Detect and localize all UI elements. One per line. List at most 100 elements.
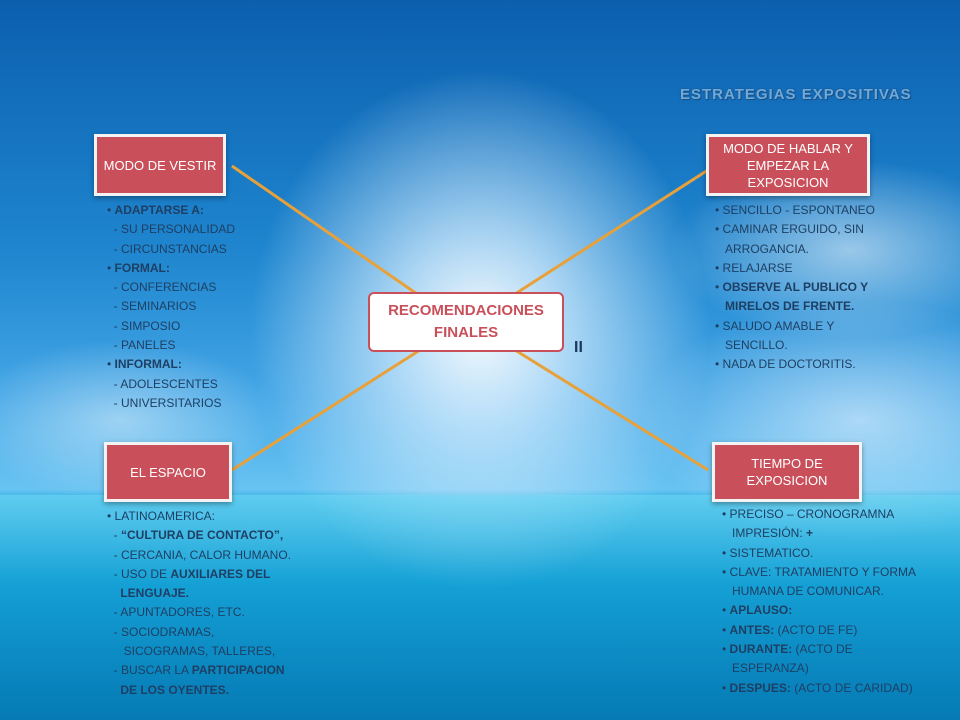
list-item: SICOGRAMAS, TALLERES, xyxy=(107,642,291,661)
list-item-text: - SIMPOSIO xyxy=(107,318,181,333)
list-item: • PRECISO – CRONOGRAMNA xyxy=(722,505,916,524)
list-item-text: • xyxy=(722,680,730,695)
list-item-text: OBSERVE AL PUBLICO Y xyxy=(722,280,869,295)
connector-top-left xyxy=(231,164,421,298)
list-item: - “CULTURA DE CONTACTO”, xyxy=(107,526,291,545)
list-item-text: - PANELES xyxy=(107,338,176,353)
list-item: • RELAJARSE xyxy=(715,259,875,278)
list-item: • FORMAL: xyxy=(107,259,235,278)
list-tiempo: • PRECISO – CRONOGRAMNA IMPRESIÓN: + • SI… xyxy=(722,505,916,698)
node-modo-de-hablar: MODO DE HABLAR Y EMPEZAR LA EXPOSICION xyxy=(706,134,870,196)
list-item-text: • RELAJARSE xyxy=(715,260,793,275)
list-item-text: • xyxy=(722,622,730,637)
list-item-text: DURANTE: xyxy=(729,642,793,657)
list-item-text: • xyxy=(722,642,730,657)
list-item: • LATINOAMERICA: xyxy=(107,507,291,526)
list-item-text: IMPRESIÓN: xyxy=(722,526,807,541)
list-item: - CONFERENCIAS xyxy=(107,278,235,297)
list-item-text: + xyxy=(806,526,814,541)
list-item-text: - BUSCAR LA xyxy=(107,663,192,678)
list-item: - SOCIODRAMAS, xyxy=(107,623,291,642)
list-item: ESPERANZA) xyxy=(722,659,916,678)
list-item-text: MIRELOS DE FRENTE. xyxy=(715,299,855,314)
list-item-text: • xyxy=(715,280,723,295)
list-item: • CLAVE: TRATAMIENTO Y FORMA xyxy=(722,563,916,582)
list-item-text: APLAUSO: xyxy=(729,603,793,618)
list-item: HUMANA DE COMUNICAR. xyxy=(722,582,916,601)
list-item-text: (ACTO DE CARIDAD) xyxy=(790,680,913,695)
list-item-text: • SISTEMATICO. xyxy=(722,545,814,560)
list-item-text: ADAPTARSE A: xyxy=(114,203,204,217)
node-tiempo-de-exposicion: TIEMPO DE EXPOSICION xyxy=(712,442,862,502)
list-item: - SU PERSONALIDAD xyxy=(107,220,235,239)
list-item: - APUNTADORES, ETC. xyxy=(107,603,291,622)
list-item-text: • xyxy=(722,603,730,618)
connector-bottom-left xyxy=(231,348,421,472)
list-item-text: ESPERANZA) xyxy=(722,661,809,676)
list-item-text: DESPUES: xyxy=(729,680,791,695)
list-item-text: • xyxy=(107,203,115,217)
list-item-text: - CONFERENCIAS xyxy=(107,280,217,295)
list-item: - ADOLESCENTES xyxy=(107,375,235,394)
list-item: - BUSCAR LA PARTICIPACION xyxy=(107,661,291,680)
list-item-text: DE LOS OYENTES. xyxy=(107,682,230,697)
list-item-text: - UNIVERSITARIOS xyxy=(107,395,222,410)
page-title: ESTRATEGIAS EXPOSITIVAS xyxy=(680,86,912,103)
list-item: • ADAPTARSE A: xyxy=(107,201,235,220)
list-item-text: ANTES: xyxy=(729,622,775,637)
list-item: DE LOS OYENTES. xyxy=(107,681,291,700)
list-item: - PANELES xyxy=(107,336,235,355)
list-item: MIRELOS DE FRENTE. xyxy=(715,297,875,316)
list-item-text: - SU PERSONALIDAD xyxy=(107,222,236,237)
list-item-text: - APUNTADORES, ETC. xyxy=(107,605,245,620)
list-item: LENGUAJE. xyxy=(107,584,291,603)
list-item-text: AUXILIARES DEL xyxy=(170,566,271,581)
roman-numeral-mark: II xyxy=(574,339,583,356)
list-item: - UNIVERSITARIOS xyxy=(107,394,235,413)
list-item-text: • xyxy=(107,260,115,275)
list-item-text: INFORMAL: xyxy=(114,357,182,372)
list-item-text: LENGUAJE. xyxy=(107,586,190,601)
list-item-text: • PRECISO – CRONOGRAMNA xyxy=(722,507,895,521)
list-item: • SISTEMATICO. xyxy=(722,544,916,563)
node-el-espacio: EL ESPACIO xyxy=(104,442,232,502)
list-item-text: (ACTO DE xyxy=(792,642,853,657)
list-item: • DURANTE: (ACTO DE xyxy=(722,640,916,659)
list-item: • APLAUSO: xyxy=(722,601,916,620)
list-espacio: • LATINOAMERICA: - “CULTURA DE CONTACTO”… xyxy=(107,507,291,700)
list-item-text: ARROGANCIA. xyxy=(715,241,810,256)
list-item-text: (ACTO DE FE) xyxy=(774,622,858,637)
list-item-text: • NADA DE DOCTORITIS. xyxy=(715,357,856,372)
list-item: • DESPUES: (ACTO DE CARIDAD) xyxy=(722,679,916,698)
list-item: • OBSERVE AL PUBLICO Y xyxy=(715,278,875,297)
list-item-text: FORMAL: xyxy=(114,260,170,275)
list-item: • NADA DE DOCTORITIS. xyxy=(715,355,875,374)
list-item-text: SENCILLO. xyxy=(715,338,788,353)
list-item: - CIRCUNSTANCIAS xyxy=(107,240,235,259)
list-item: • INFORMAL: xyxy=(107,355,235,374)
list-item-text: PARTICIPACION xyxy=(191,663,285,678)
list-item-text: - CERCANIA, CALOR HUMANO. xyxy=(107,547,292,562)
list-item: SENCILLO. xyxy=(715,336,875,355)
list-item-text: - CIRCUNSTANCIAS xyxy=(107,241,227,256)
list-item-text: - SEMINARIOS xyxy=(107,299,197,314)
list-item: - CERCANIA, CALOR HUMANO. xyxy=(107,546,291,565)
node-modo-de-vestir: MODO DE VESTIR xyxy=(94,134,226,196)
list-item: - SEMINARIOS xyxy=(107,297,235,316)
list-item-text: “CULTURA DE CONTACTO”, xyxy=(121,528,284,543)
connector-bottom-right xyxy=(514,348,709,472)
list-item: - USO DE AUXILIARES DEL xyxy=(107,565,291,584)
sea-background xyxy=(0,495,960,720)
list-item: ARROGANCIA. xyxy=(715,240,875,259)
list-item: IMPRESIÓN: + xyxy=(722,524,916,543)
list-item-text: - SOCIODRAMAS, xyxy=(107,624,215,639)
list-item-text: • SENCILLO - ESPONTANEO xyxy=(715,203,876,217)
list-item-text: • CAMINAR ERGUIDO, SIN xyxy=(715,222,864,237)
central-node: RECOMENDACIONES FINALES xyxy=(368,292,564,352)
list-item-text: - xyxy=(107,528,121,543)
list-hablar: • SENCILLO - ESPONTANEO • CAMINAR ERGUIDO… xyxy=(715,201,875,375)
list-item-text: • LATINOAMERICA: xyxy=(107,509,215,523)
list-item: • ANTES: (ACTO DE FE) xyxy=(722,621,916,640)
list-item-text: • SALUDO AMABLE Y xyxy=(715,318,835,333)
